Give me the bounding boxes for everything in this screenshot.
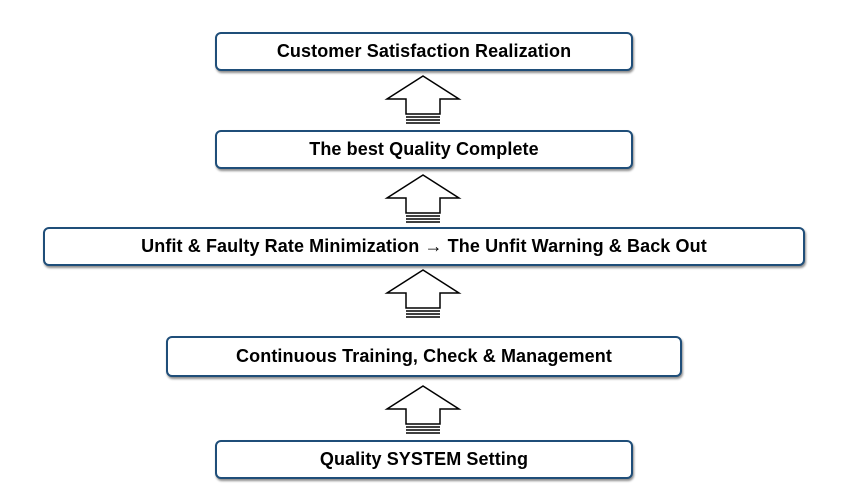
step-continuous-training-check-management: Continuous Training, Check & Management <box>166 336 682 377</box>
step-best-quality-complete: The best Quality Complete <box>215 130 633 169</box>
step-quality-system-setting: Quality SYSTEM Setting <box>215 440 633 479</box>
step-customer-satisfaction-realization: Customer Satisfaction Realization <box>215 32 633 71</box>
up-arrow-icon <box>384 174 462 223</box>
step-unfit-faulty-rate-minimization: Unfit & Faulty Rate Minimization → The U… <box>43 227 805 266</box>
step-label: Continuous Training, Check & Management <box>236 346 612 366</box>
up-arrow-icon <box>384 269 462 318</box>
up-arrow-icon <box>384 385 462 434</box>
up-arrow-icon <box>384 75 462 124</box>
step-label: Unfit & Faulty Rate Minimization → The U… <box>141 236 707 256</box>
step-label: The best Quality Complete <box>309 139 539 159</box>
step-label: Quality SYSTEM Setting <box>319 449 529 469</box>
step-label: Customer Satisfaction Realization <box>276 41 572 61</box>
